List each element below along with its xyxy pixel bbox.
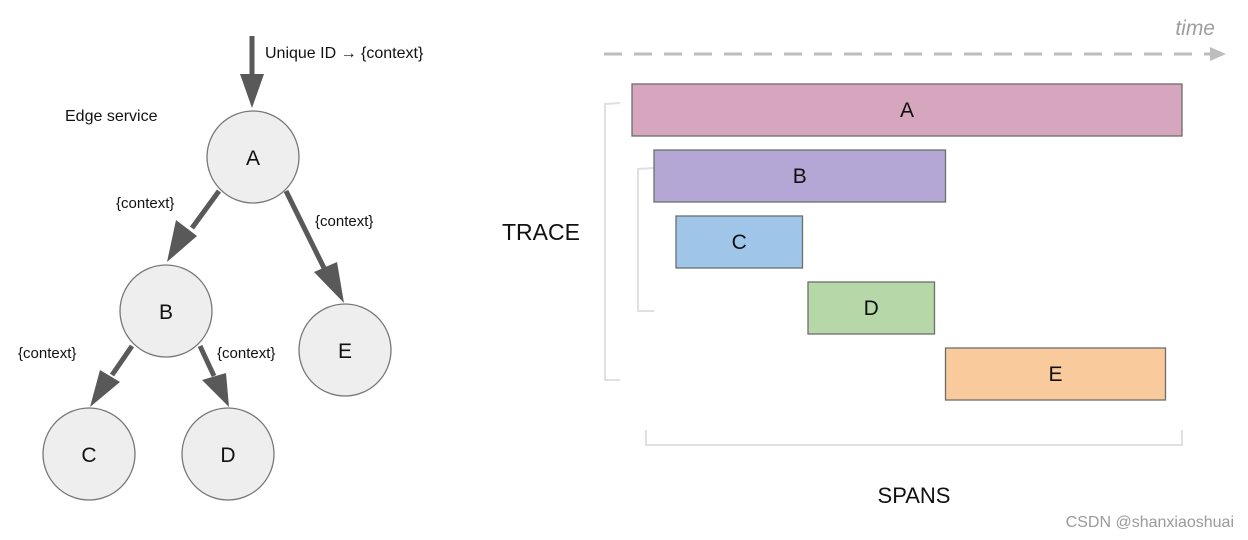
svg-text:E: E: [338, 340, 352, 363]
span-label: A: [900, 99, 914, 122]
trace-label: TRACE: [502, 219, 580, 245]
node-b: B: [119, 264, 213, 358]
svg-text:B: B: [159, 301, 173, 324]
time-label: time: [1175, 17, 1215, 40]
edge-b-d: [197, 344, 229, 407]
edge-service-label: Edge service: [65, 108, 158, 125]
span-rect: [675, 215, 804, 269]
span-rect: [944, 347, 1167, 401]
span-label: D: [864, 297, 879, 320]
span-bar-e: E: [944, 347, 1167, 401]
spans-bracket: [645, 430, 1183, 446]
svg-text:C: C: [81, 444, 96, 467]
entry-arrow: [240, 36, 264, 108]
span-label: C: [732, 231, 747, 254]
svg-text:D: D: [220, 444, 235, 467]
span-label: B: [793, 165, 807, 188]
span-rect: [807, 281, 936, 335]
timeline: time TRACE A B C D E SPANS: [502, 17, 1226, 508]
node-a: A: [206, 110, 300, 204]
watermark: CSDN @shanxiaoshuai: [1065, 514, 1234, 531]
node-d: D: [181, 407, 275, 501]
time-axis-arrow: [604, 47, 1226, 61]
spans-label: SPANS: [878, 483, 951, 508]
node-c: C: [42, 407, 136, 501]
edge-a-b: [167, 189, 222, 262]
edge-label-a-b: {context}: [116, 195, 174, 212]
entry-label: Unique ID → {context}: [265, 45, 424, 62]
edge-a-e: [283, 189, 344, 303]
span-bar-b: B: [653, 149, 947, 203]
span-bar-d: D: [807, 281, 936, 335]
span-bar-c: C: [675, 215, 804, 269]
child-span-bracket: [637, 167, 655, 312]
svg-text:A: A: [246, 147, 260, 170]
span-bars: A B C D E: [631, 83, 1183, 401]
span-label: E: [1048, 363, 1062, 386]
span-rect: [653, 149, 947, 203]
edge-b-c: [90, 344, 135, 407]
span-rect: [631, 83, 1183, 137]
span-bar-a: A: [631, 83, 1183, 137]
edge-label-b-d: {context}: [217, 345, 275, 362]
trace-bracket: [604, 102, 621, 381]
node-e: E: [298, 303, 392, 397]
call-tree: Unique ID → {context} Edge service {cont…: [18, 36, 424, 501]
edge-label-b-c: {context}: [18, 345, 76, 362]
edge-label-a-e: {context}: [315, 213, 373, 230]
